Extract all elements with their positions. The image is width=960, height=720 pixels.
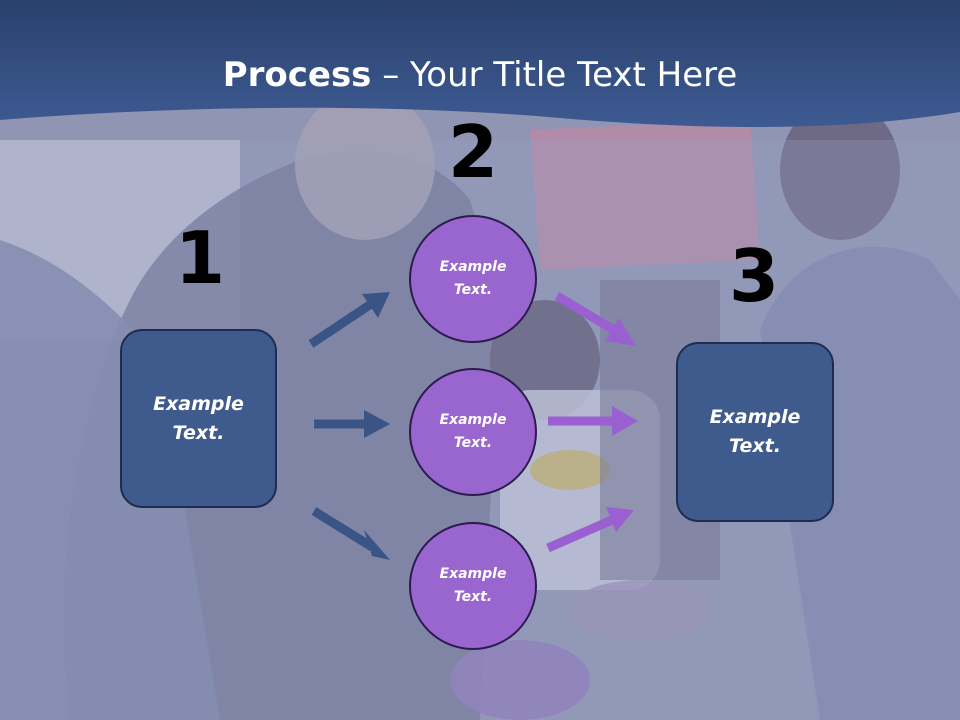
purple-arrow-right <box>548 406 638 436</box>
circle-top-text: Example Text. <box>440 256 507 302</box>
title-rest: – Your Title Text Here <box>371 55 738 95</box>
step-number-2: 2 <box>447 110 499 194</box>
step-1-box[interactable]: Example Text. <box>120 329 277 508</box>
step-3-line2: Text. <box>729 435 781 457</box>
slide-title: Process – Your Title Text Here <box>0 52 960 98</box>
step-3-box[interactable]: Example Text. <box>676 342 834 522</box>
step-1-line2: Text. <box>172 421 225 444</box>
circle-bottom-text: Example Text. <box>440 563 507 609</box>
circle-middle-line1: Example <box>439 412 507 428</box>
blue-arrow-up <box>308 292 390 348</box>
circle-bottom-line1: Example <box>439 566 507 582</box>
step-1-line1: Example <box>153 392 244 415</box>
blue-arrow-down <box>311 507 390 560</box>
circle-top-line1: Example <box>439 259 507 275</box>
blue-arrow-right <box>314 410 390 438</box>
circle-bottom-line2: Text. <box>453 589 493 605</box>
circle-top-line2: Text. <box>453 282 493 298</box>
step-2-circle-bottom[interactable]: Example Text. <box>409 522 537 650</box>
title-bold: Process <box>222 55 372 95</box>
step-2-circle-middle[interactable]: Example Text. <box>409 368 537 496</box>
purple-arrow-down <box>554 292 636 346</box>
step-3-line1: Example <box>709 406 801 428</box>
step-3-text: Example Text. <box>710 403 801 461</box>
purple-arrow-up <box>546 507 634 553</box>
circle-middle-line2: Text. <box>453 435 493 451</box>
step-number-3: 3 <box>728 234 780 318</box>
step-2-circle-top[interactable]: Example Text. <box>409 215 537 343</box>
step-1-text: Example Text. <box>153 390 244 448</box>
title-banner <box>0 0 960 128</box>
step-number-1: 1 <box>174 216 226 300</box>
circle-middle-text: Example Text. <box>440 409 507 455</box>
